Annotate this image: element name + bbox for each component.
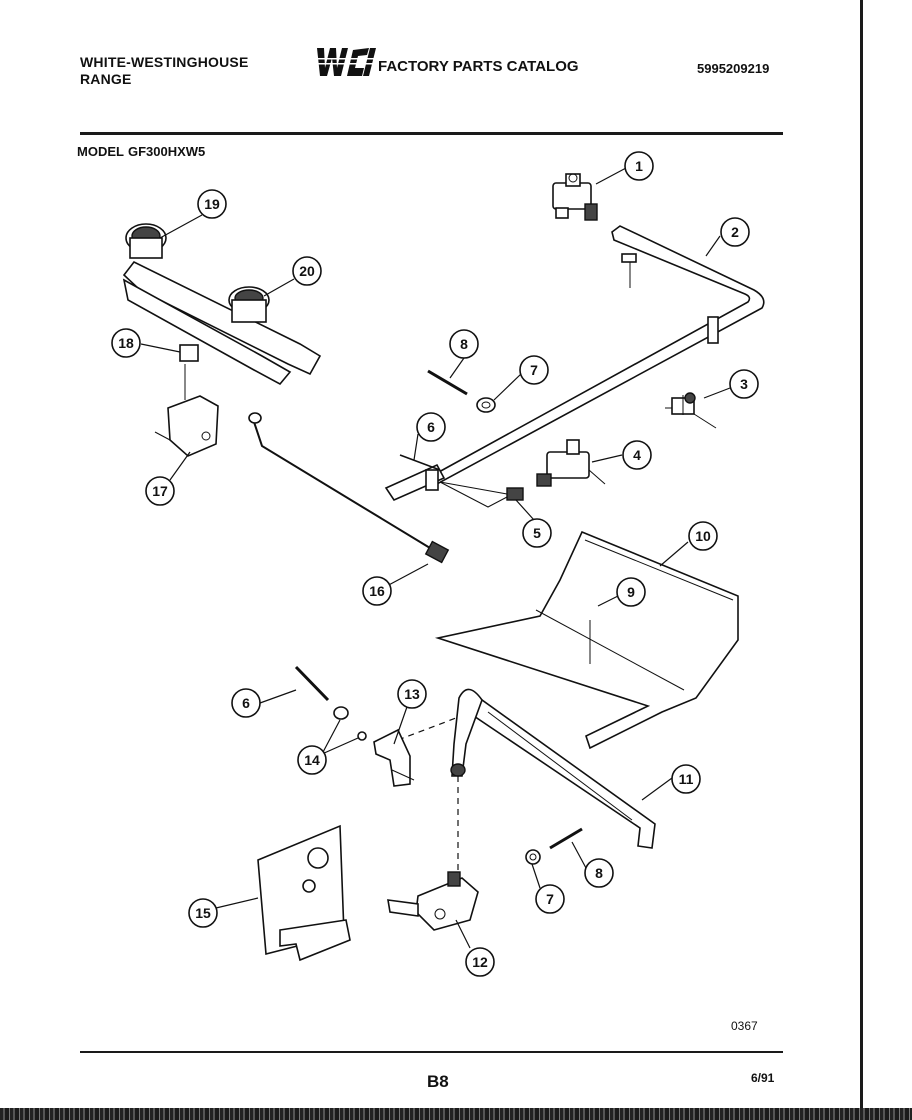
svg-text:16: 16: [369, 583, 385, 599]
svg-text:2: 2: [731, 224, 739, 240]
catalog-title: FACTORY PARTS CATALOG: [378, 58, 579, 75]
svg-text:7: 7: [546, 891, 554, 907]
part-rail-11: [450, 688, 656, 849]
svg-text:5: 5: [533, 525, 541, 541]
svg-text:8: 8: [595, 865, 603, 881]
callout-8-lower: 8: [584, 858, 614, 888]
catalog-number: 5995209219: [697, 61, 770, 76]
part-valve-1: [552, 173, 598, 221]
callout-7-lower: 7: [535, 884, 565, 914]
part-orifice-5: [439, 481, 524, 508]
callout-14: 14: [297, 745, 327, 775]
callout-20: 20: [292, 256, 322, 286]
part-valve-4: [536, 439, 606, 487]
revision-date: 6/91: [751, 1071, 775, 1085]
page-number: B8: [427, 1072, 449, 1091]
part-pin-8-upper: [427, 369, 468, 396]
callout-2: 2: [720, 217, 750, 247]
callout-7-upper: 7: [519, 355, 549, 385]
part-fitting-3: [665, 392, 717, 429]
callout-15: 15: [188, 898, 218, 928]
callout-8-upper: 8: [449, 329, 479, 359]
product-type: RANGE: [80, 71, 132, 87]
svg-text:17: 17: [152, 483, 168, 499]
part-nut-7-lower: [525, 849, 541, 865]
part-nut-7-upper: [476, 397, 496, 413]
svg-text:14: 14: [304, 752, 320, 768]
callout-9: 9: [616, 577, 646, 607]
svg-text:20: 20: [299, 263, 315, 279]
callout-10: 10: [688, 521, 718, 551]
part-bracket-13: [373, 728, 415, 787]
callout-17: 17: [145, 476, 175, 506]
svg-text:4: 4: [633, 447, 641, 463]
footer-divider: [80, 1051, 783, 1053]
callout-18: 18: [111, 328, 141, 358]
svg-text:15: 15: [195, 905, 211, 921]
part-tube-16: [248, 412, 450, 564]
part-manifold-pipe-2: [384, 225, 765, 502]
part-burner-shield-10: [434, 530, 739, 750]
part-burner-assembly-19-20: [122, 223, 322, 386]
part-clip-18: [179, 344, 199, 362]
scan-edge-band: [0, 1108, 912, 1120]
model-label: MODEL: [77, 144, 124, 159]
callout-4: 4: [622, 440, 652, 470]
svg-text:13: 13: [404, 686, 420, 702]
part-rod-6-lower: [294, 665, 330, 702]
manufacturer-name: WHITE-WESTINGHOUSE: [80, 54, 249, 70]
svg-text:10: 10: [695, 528, 711, 544]
leader-lines: [140, 167, 731, 949]
svg-text:9: 9: [627, 584, 635, 600]
callout-5: 5: [522, 518, 552, 548]
part-bracket-17: [154, 364, 219, 457]
wci-logo: [315, 48, 376, 76]
callout-6-upper: 6: [416, 412, 446, 442]
right-border: [860, 0, 863, 1108]
manufacturer-block: WHITE-WESTINGHOUSE RANGE: [80, 54, 248, 88]
svg-text:11: 11: [679, 771, 694, 787]
header-divider: [80, 132, 783, 135]
callout-12: 12: [465, 947, 495, 977]
svg-text:8: 8: [460, 336, 468, 352]
part-pin-8-lower: [549, 827, 583, 850]
svg-text:19: 19: [204, 196, 220, 212]
svg-text:3: 3: [740, 376, 748, 392]
part-panel-15: [257, 824, 351, 962]
callout-1: 1: [624, 151, 654, 181]
part-rod-6-upper: [399, 454, 441, 471]
callout-6-lower: 6: [231, 688, 261, 718]
model-number: GF300HXW5: [127, 144, 206, 159]
svg-text:18: 18: [118, 335, 134, 351]
part-valve-12: [387, 871, 479, 931]
exploded-parts-diagram: 1 2 3 4 5 6 7 8 9 10 11 12 13 14 15 16 1…: [111, 151, 765, 977]
callout-3: 3: [729, 369, 759, 399]
callout-11: 11: [671, 764, 701, 794]
drawing-code: 0367: [731, 1019, 758, 1033]
svg-text:6: 6: [427, 419, 435, 435]
callout-13: 13: [397, 679, 427, 709]
callout-16: 16: [362, 576, 392, 606]
svg-text:7: 7: [530, 362, 538, 378]
callout-19: 19: [197, 189, 227, 219]
svg-text:12: 12: [472, 954, 488, 970]
part-nut-14: [333, 706, 367, 741]
svg-text:1: 1: [635, 158, 643, 174]
svg-text:6: 6: [242, 695, 250, 711]
